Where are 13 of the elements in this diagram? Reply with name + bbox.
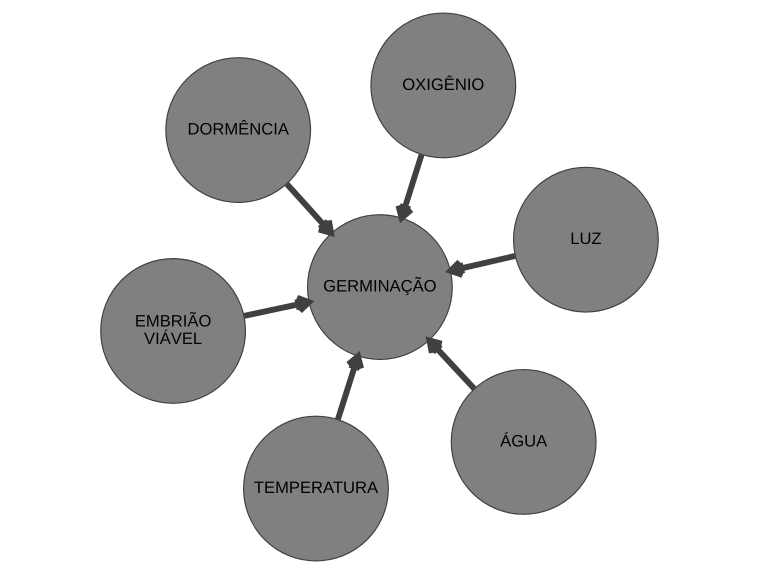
arrow — [334, 353, 364, 420]
node-circle: LUZ — [512, 166, 658, 313]
arrow — [243, 294, 312, 319]
node-circle: OXIGÊNIO — [370, 12, 516, 158]
node-circle: TEMPERATURA — [242, 416, 388, 562]
node-circle: GERMINAÇÃO — [306, 214, 452, 360]
arrow — [284, 182, 334, 236]
node-circle: EMBRIÃO VIÁVEL — [100, 258, 246, 404]
arrow — [426, 338, 476, 391]
node-circle: ÁGUA — [450, 368, 596, 515]
arrow — [395, 154, 424, 221]
node-circle: DORMÊNCIA — [164, 57, 311, 203]
arrow — [446, 253, 516, 278]
